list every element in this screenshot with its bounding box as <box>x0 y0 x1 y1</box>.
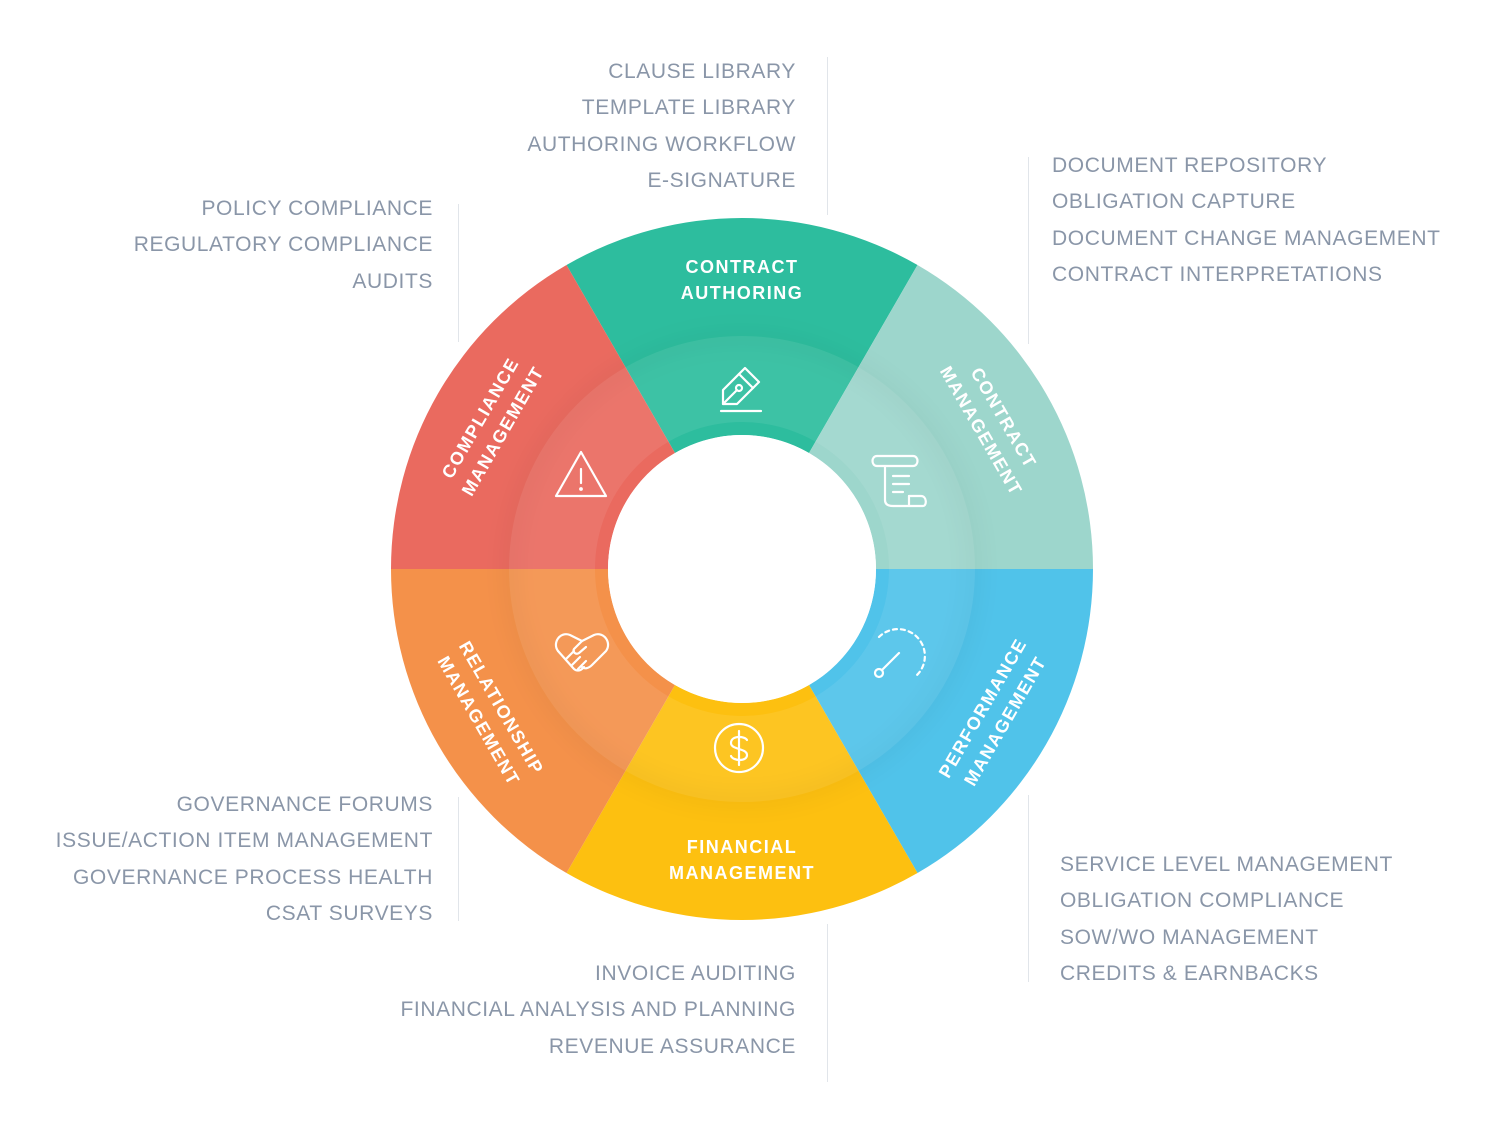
relationship-management-items: GOVERNANCE FORUMS ISSUE/ACTION ITEM MANA… <box>56 787 433 932</box>
financial-management-title: FINANCIAL MANAGEMENT <box>669 837 815 883</box>
contract-authoring-title-line: AUTHORING <box>681 283 804 303</box>
performance-management-segment <box>809 569 1093 873</box>
list-item: DOCUMENT REPOSITORY <box>1052 154 1328 177</box>
list-item: DOCUMENT CHANGE MANAGEMENT <box>1052 226 1441 250</box>
list-item: OBLIGATION CAPTURE <box>1052 190 1296 214</box>
list-item: OBLIGATION COMPLIANCE <box>1060 889 1345 913</box>
contract-management-items: DOCUMENT REPOSITORY OBLIGATION CAPTURE D… <box>1052 148 1441 293</box>
divider <box>1028 795 1029 982</box>
contract-authoring-title-line: CONTRACT <box>686 257 799 277</box>
handshake-icon <box>554 633 610 672</box>
financial-management-title-line: FINANCIAL <box>687 837 798 857</box>
contract-management-segment <box>809 265 1093 569</box>
list-item: FINANCIAL ANALYSIS AND PLANNING <box>400 998 796 1022</box>
divider <box>458 204 459 342</box>
list-item: SOW/WO MANAGEMENT <box>1060 925 1319 949</box>
list-item: GOVERNANCE FORUMS <box>176 793 433 816</box>
list-item: POLICY COMPLIANCE <box>201 197 433 220</box>
list-item: REGULATORY COMPLIANCE <box>133 233 433 257</box>
list-item: CONTRACT INTERPRETATIONS <box>1052 262 1383 286</box>
list-item: GOVERNANCE PROCESS HEALTH <box>72 865 433 889</box>
compliance-management-items: POLICY COMPLIANCE REGULATORY COMPLIANCE … <box>134 191 433 300</box>
list-item: TEMPLATE LIBRARY <box>581 96 796 120</box>
list-item: ISSUE/ACTION ITEM MANAGEMENT <box>55 829 433 853</box>
financial-management-title-line: MANAGEMENT <box>669 863 815 883</box>
contract-authoring-items: CLAUSE LIBRARY TEMPLATE LIBRARY AUTHORIN… <box>527 54 796 199</box>
divider <box>827 57 828 215</box>
fountain-pen-icon <box>719 366 763 413</box>
center-hole <box>608 435 876 703</box>
dollar-coin-icon <box>713 722 765 774</box>
list-item: AUDITS <box>352 269 433 293</box>
list-item: INVOICE AUDITING <box>595 962 796 985</box>
divider <box>458 797 459 921</box>
relationship-management-segment <box>391 569 675 873</box>
list-item: E-SIGNATURE <box>647 168 796 192</box>
performance-management-items: SERVICE LEVEL MANAGEMENT OBLIGATION COMP… <box>1060 847 1393 992</box>
financial-management-items: INVOICE AUDITING FINANCIAL ANALYSIS AND … <box>400 956 796 1065</box>
scroll-document-icon <box>871 454 927 508</box>
contract-authoring-title: CONTRACT AUTHORING <box>681 257 804 303</box>
list-item: SERVICE LEVEL MANAGEMENT <box>1060 853 1393 876</box>
list-item: AUTHORING WORKFLOW <box>527 132 796 156</box>
warning-triangle-icon <box>554 450 608 498</box>
gauge-icon <box>873 628 926 679</box>
divider <box>827 924 828 1082</box>
inner-ring-shadow <box>504 331 980 807</box>
divider <box>1028 157 1029 344</box>
list-item: CSAT SURVEYS <box>265 901 433 925</box>
list-item: CREDITS & EARNBACKS <box>1060 961 1319 985</box>
list-item: CLAUSE LIBRARY <box>608 60 796 83</box>
list-item: REVENUE ASSURANCE <box>548 1034 796 1058</box>
